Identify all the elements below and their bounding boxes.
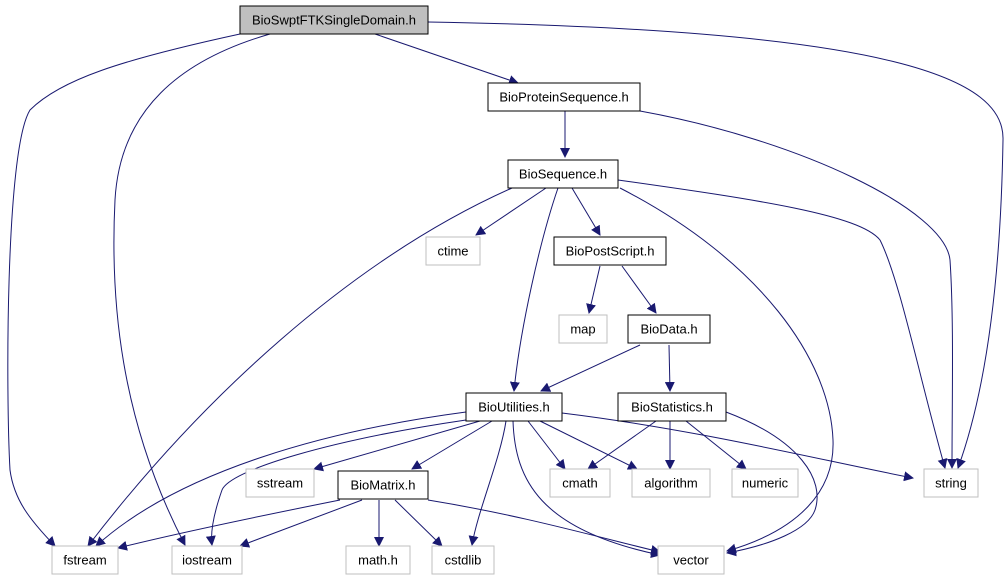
node-biostatistics[interactable]: BioStatistics.h xyxy=(617,392,727,422)
node-label: fstream xyxy=(63,553,106,568)
node-sstream[interactable]: sstream xyxy=(245,468,315,498)
edge-data-statistics xyxy=(664,344,675,392)
edge-root-string xyxy=(427,21,1004,469)
node-ctime[interactable]: ctime xyxy=(425,236,481,266)
node-biomatrix[interactable]: BioMatrix.h xyxy=(337,470,429,500)
node-bioutilities[interactable]: BioUtilities.h xyxy=(465,392,563,422)
edge-statistics-numeric xyxy=(685,420,747,470)
node-label: sstream xyxy=(257,476,303,491)
node-label: BioPostScript.h xyxy=(566,244,655,259)
node-label: BioMatrix.h xyxy=(350,478,415,493)
edge-utilities-string xyxy=(561,412,914,482)
edge-statistics-vector xyxy=(725,411,818,557)
edge-utilities-cmath xyxy=(527,420,566,470)
edge-utilities-sstream xyxy=(313,420,481,472)
node-bioswptftksingledomain[interactable]: BioSwptFTKSingleDomain.h xyxy=(239,5,429,35)
node-fstream[interactable]: fstream xyxy=(51,545,119,575)
node-biopostscript[interactable]: BioPostScript.h xyxy=(553,236,667,266)
edge-utilities-vector xyxy=(512,420,661,559)
node-label: cstdlib xyxy=(445,553,482,568)
node-biodata[interactable]: BioData.h xyxy=(627,314,711,344)
node-label: vector xyxy=(673,553,709,568)
edge-root-iostream xyxy=(113,33,271,546)
edge-postscript-data xyxy=(621,265,657,314)
edge-sequence-string xyxy=(617,179,948,469)
node-label: BioStatistics.h xyxy=(631,400,713,415)
edge-utilities-iostream xyxy=(205,419,467,546)
node-label: BioSequence.h xyxy=(519,167,607,182)
edge-utilities-cstdlib xyxy=(468,420,507,546)
node-label: BioSwptFTKSingleDomain.h xyxy=(252,13,416,28)
node-numeric[interactable]: numeric xyxy=(731,468,799,498)
node-label: string xyxy=(935,476,967,491)
edge-data-utilities xyxy=(540,344,641,392)
edge-layer xyxy=(7,21,1004,559)
edge-sequence-vector xyxy=(619,187,834,554)
node-label: numeric xyxy=(742,476,789,491)
edge-matrix-vector xyxy=(427,499,661,555)
node-string[interactable]: string xyxy=(923,468,979,498)
node-vector[interactable]: vector xyxy=(657,545,725,575)
edge-statistics-cmath xyxy=(587,420,657,470)
edge-sequence-ctime xyxy=(475,187,547,236)
node-label: iostream xyxy=(182,553,232,568)
node-cmath[interactable]: cmath xyxy=(549,468,611,498)
edge-sequence-utilities xyxy=(509,187,559,392)
node-label: cmath xyxy=(562,476,597,491)
node-layer: BioSwptFTKSingleDomain.h BioProteinSeque… xyxy=(51,5,979,575)
edge-protein-string xyxy=(639,110,958,469)
edge-sequence-postscript xyxy=(571,187,601,236)
edge-root-protein xyxy=(374,33,519,85)
edge-matrix-iostream xyxy=(239,499,363,548)
node-iostream[interactable]: iostream xyxy=(171,545,243,575)
edge-utilities-fstream xyxy=(95,411,467,547)
node-label: BioProteinSequence.h xyxy=(499,90,628,105)
node-label: ctime xyxy=(437,244,468,259)
node-cstdlib[interactable]: cstdlib xyxy=(431,545,495,575)
node-mathh[interactable]: math.h xyxy=(345,545,411,575)
node-bioproteinsequence[interactable]: BioProteinSequence.h xyxy=(487,82,641,112)
edge-utilities-matrix xyxy=(411,420,493,470)
node-label: map xyxy=(570,322,595,337)
node-label: algorithm xyxy=(644,476,697,491)
edge-sequence-fstream xyxy=(87,187,513,547)
edge-postscript-map xyxy=(586,265,601,314)
node-map[interactable]: map xyxy=(558,314,608,344)
node-label: math.h xyxy=(358,553,398,568)
edge-matrix-cstdlib xyxy=(394,499,443,547)
node-biosequence[interactable]: BioSequence.h xyxy=(507,159,619,189)
edge-utilities-algorithm xyxy=(539,420,638,470)
edge-root-fstream xyxy=(7,33,241,547)
node-label: BioData.h xyxy=(640,322,697,337)
node-label: BioUtilities.h xyxy=(478,400,550,415)
edge-matrix-fstream xyxy=(117,499,341,551)
node-algorithm[interactable]: algorithm xyxy=(631,468,711,498)
